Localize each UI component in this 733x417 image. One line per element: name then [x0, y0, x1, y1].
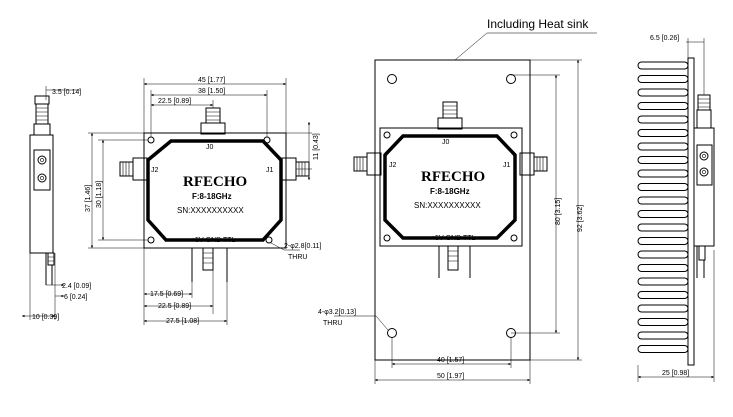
heatsink-fin	[637, 183, 689, 191]
dim-38: 38 [1.50]	[198, 88, 225, 95]
dim-37: 37 [1.46]	[85, 185, 92, 212]
heatsink-fin	[637, 142, 689, 151]
heatsink-fin	[637, 75, 689, 83]
port-j0: J0	[206, 144, 214, 151]
port-j1: J1	[503, 162, 511, 169]
heatsink-fin	[637, 223, 689, 232]
dim-6-5: 6.5 [0.26]	[650, 35, 679, 42]
mount-hole-icon	[510, 234, 518, 242]
dim-45: 45 [1.77]	[198, 77, 225, 84]
mount-hole-icon	[147, 236, 155, 244]
mount-hole-icon	[506, 74, 516, 84]
heatsink-fin	[637, 61, 689, 70]
heatsink-fin	[637, 156, 689, 164]
mount-hole-icon	[387, 328, 397, 338]
left-side-view: 3.5 [0.14] 2.4 [0.09] 6 [0.24] 10 [0.39]	[22, 86, 91, 321]
dim-11: 11 [0.43]	[313, 133, 320, 160]
mount-hole-icon	[383, 234, 391, 242]
dim-27-5: 27.5 [1.08]	[166, 318, 199, 325]
mount-hole-icon	[147, 136, 155, 144]
heatsink-fin	[637, 318, 689, 326]
heatsink-fin	[637, 264, 689, 272]
heatsink-view: Including Heat sink J0 J2 J1	[318, 17, 597, 384]
mount-hole-icon	[510, 131, 518, 139]
dim-3-5: 3.5 [0.14]	[52, 89, 81, 96]
dim-80: 80 [3.15]	[555, 198, 562, 225]
dim-25: 25 [0.98]	[662, 370, 689, 377]
mount-hole-icon	[265, 236, 273, 244]
freq-label: F:8-18GHz	[192, 192, 232, 201]
right-side-view: 6.5 [0.26] 25 [0.98]	[637, 35, 715, 382]
dim-17-5: 17.5 [0.69]	[150, 291, 183, 298]
hole-callout: 2-φ2.8[0.11]	[284, 243, 322, 250]
heatsink-fin	[637, 169, 689, 178]
dim-2-4: 2.4 [0.09]	[62, 283, 91, 290]
heatsink-fin	[637, 291, 689, 299]
heatsink-caption: Including Heat sink	[487, 17, 589, 31]
hole-callout: 4-φ3.2[0.13]	[318, 309, 356, 316]
pin-labels: +5V GND TTL	[191, 237, 236, 244]
heatsink-fin	[637, 102, 689, 110]
heatsink-fin	[637, 250, 689, 259]
pin-labels: +5V GND TTL	[431, 235, 476, 242]
thru-label: THRU	[288, 254, 307, 261]
heatsink-fin	[637, 115, 689, 124]
heatsink-fin	[637, 129, 689, 137]
heatsink-fin	[637, 277, 689, 286]
mount-hole-icon	[383, 131, 391, 139]
heatsink-fin	[637, 237, 689, 245]
heatsink-fin	[637, 196, 689, 205]
heatsink-fin	[637, 304, 689, 313]
module-body	[146, 139, 283, 242]
dim-22-5-top: 22.5 [0.89]	[158, 98, 191, 105]
sn-label: SN:XXXXXXXXXX	[414, 201, 481, 210]
front-view: J0 J2 J1 RFECHO F:8-18GHz SN:XXXXXXXXXX …	[85, 77, 322, 325]
heatsink-fin	[637, 331, 689, 340]
dim-10: 10 [0.39]	[32, 314, 59, 321]
port-j2: J2	[151, 167, 159, 174]
mount-hole-icon	[387, 74, 397, 84]
heatsink-fins	[637, 61, 689, 353]
dim-92: 92 [3.62]	[577, 205, 584, 232]
brand-label: RFECHO	[421, 169, 485, 185]
thru-label: THRU	[323, 320, 342, 327]
module-body	[383, 134, 517, 240]
dim-50: 50 [1.97]	[437, 373, 464, 380]
dim-40: 40 [1.57]	[437, 357, 464, 364]
port-j2: J2	[389, 162, 397, 169]
heatsink-fin	[637, 88, 689, 97]
port-j1: J1	[266, 167, 274, 174]
dim-30: 30 [1.18]	[96, 181, 103, 208]
port-j0: J0	[442, 139, 450, 146]
dim-22-5-bottom: 22.5 [0.89]	[158, 303, 191, 310]
freq-label: F:8-18GHz	[430, 187, 470, 196]
heatsink-fin	[637, 210, 689, 218]
brand-label: RFECHO	[183, 174, 247, 190]
dim-6: 6 [0.24]	[64, 294, 87, 301]
heatsink-fin	[637, 345, 689, 353]
sn-label: SN:XXXXXXXXXX	[177, 206, 244, 215]
